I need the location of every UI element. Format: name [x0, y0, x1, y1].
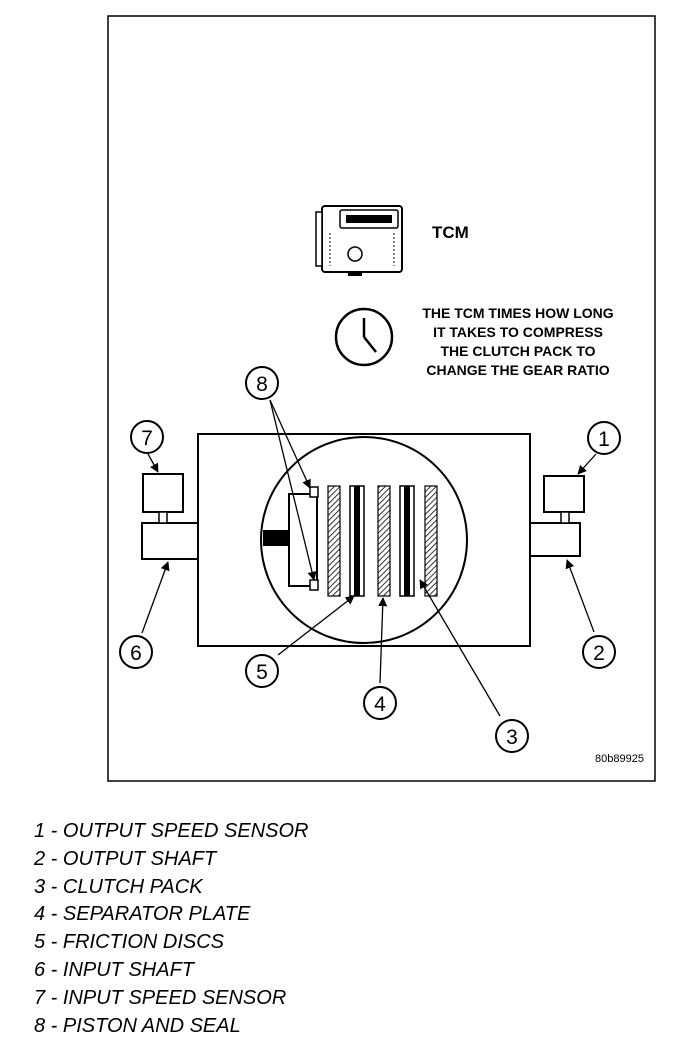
callout-3: 3: [495, 719, 529, 753]
legend-item: 6 - INPUT SHAFT: [34, 958, 195, 981]
input-speed-sensor: [142, 473, 184, 524]
steel-plate: [327, 485, 341, 597]
svg-text:THE CLUTCH PACK TO: THE CLUTCH PACK TO: [440, 343, 595, 359]
callout-2: 2: [582, 635, 616, 669]
svg-text:1: 1: [598, 428, 610, 451]
tcm-module-icon: [315, 205, 403, 276]
output-speed-sensor: [543, 475, 585, 524]
svg-text:2: 2: [593, 642, 605, 665]
seal-bottom: [309, 579, 319, 591]
callout-4: 4: [363, 686, 397, 720]
legend-item: 8 - PISTON AND SEAL: [34, 1014, 241, 1037]
svg-text:CHANGE THE GEAR RATIO: CHANGE THE GEAR RATIO: [426, 362, 609, 378]
legend-item: 3 - CLUTCH PACK: [34, 875, 203, 898]
legend-item: 4 - SEPARATOR PLATE: [34, 903, 251, 926]
figure-id: 80b89925: [595, 753, 644, 765]
legend-item: 2 - OUTPUT SHAFT: [34, 847, 217, 870]
svg-text:8: 8: [256, 373, 268, 396]
svg-text:6: 6: [130, 642, 142, 665]
callout-6: 6: [119, 635, 153, 669]
callout-1: 1: [587, 421, 621, 455]
steel-plate: [424, 485, 438, 597]
timing-note: THE TCM TIMES HOW LONG IT TAKES TO COMPR…: [422, 305, 613, 378]
parts-legend: 1 - OUTPUT SPEED SENSOR 2 - OUTPUT SHAFT…: [34, 818, 309, 1040]
legend-item: 7 - INPUT SPEED SENSOR: [34, 986, 287, 1009]
diagram-frame: [107, 15, 656, 782]
svg-text:7: 7: [141, 427, 153, 450]
tcm-label: TCM: [432, 223, 469, 242]
svg-text:THE TCM TIMES HOW LONG: THE TCM TIMES HOW LONG: [422, 305, 613, 321]
legend-item: 1 - OUTPUT SPEED SENSOR: [34, 820, 309, 842]
svg-text:4: 4: [374, 693, 386, 716]
svg-text:IT TAKES TO COMPRESS: IT TAKES TO COMPRESS: [433, 324, 603, 340]
output-shaft: [529, 522, 581, 557]
separator-plate: [377, 485, 391, 597]
callout-8: 8: [245, 366, 279, 400]
callout-5: 5: [245, 654, 279, 688]
seal-top: [309, 486, 319, 498]
clutch-volume-diagram: TCM THE TCM TIMES HOW LONG IT TAKES TO C…: [107, 15, 656, 782]
clutch-pack: [327, 485, 438, 597]
svg-text:3: 3: [506, 726, 518, 749]
leader-lines: [141, 399, 597, 717]
svg-text:5: 5: [256, 661, 268, 684]
clock-icon: [334, 307, 394, 367]
legend-item: 5 - FRICTION DISCS: [34, 931, 225, 954]
input-shaft: [141, 522, 199, 560]
callout-7: 7: [130, 420, 164, 454]
